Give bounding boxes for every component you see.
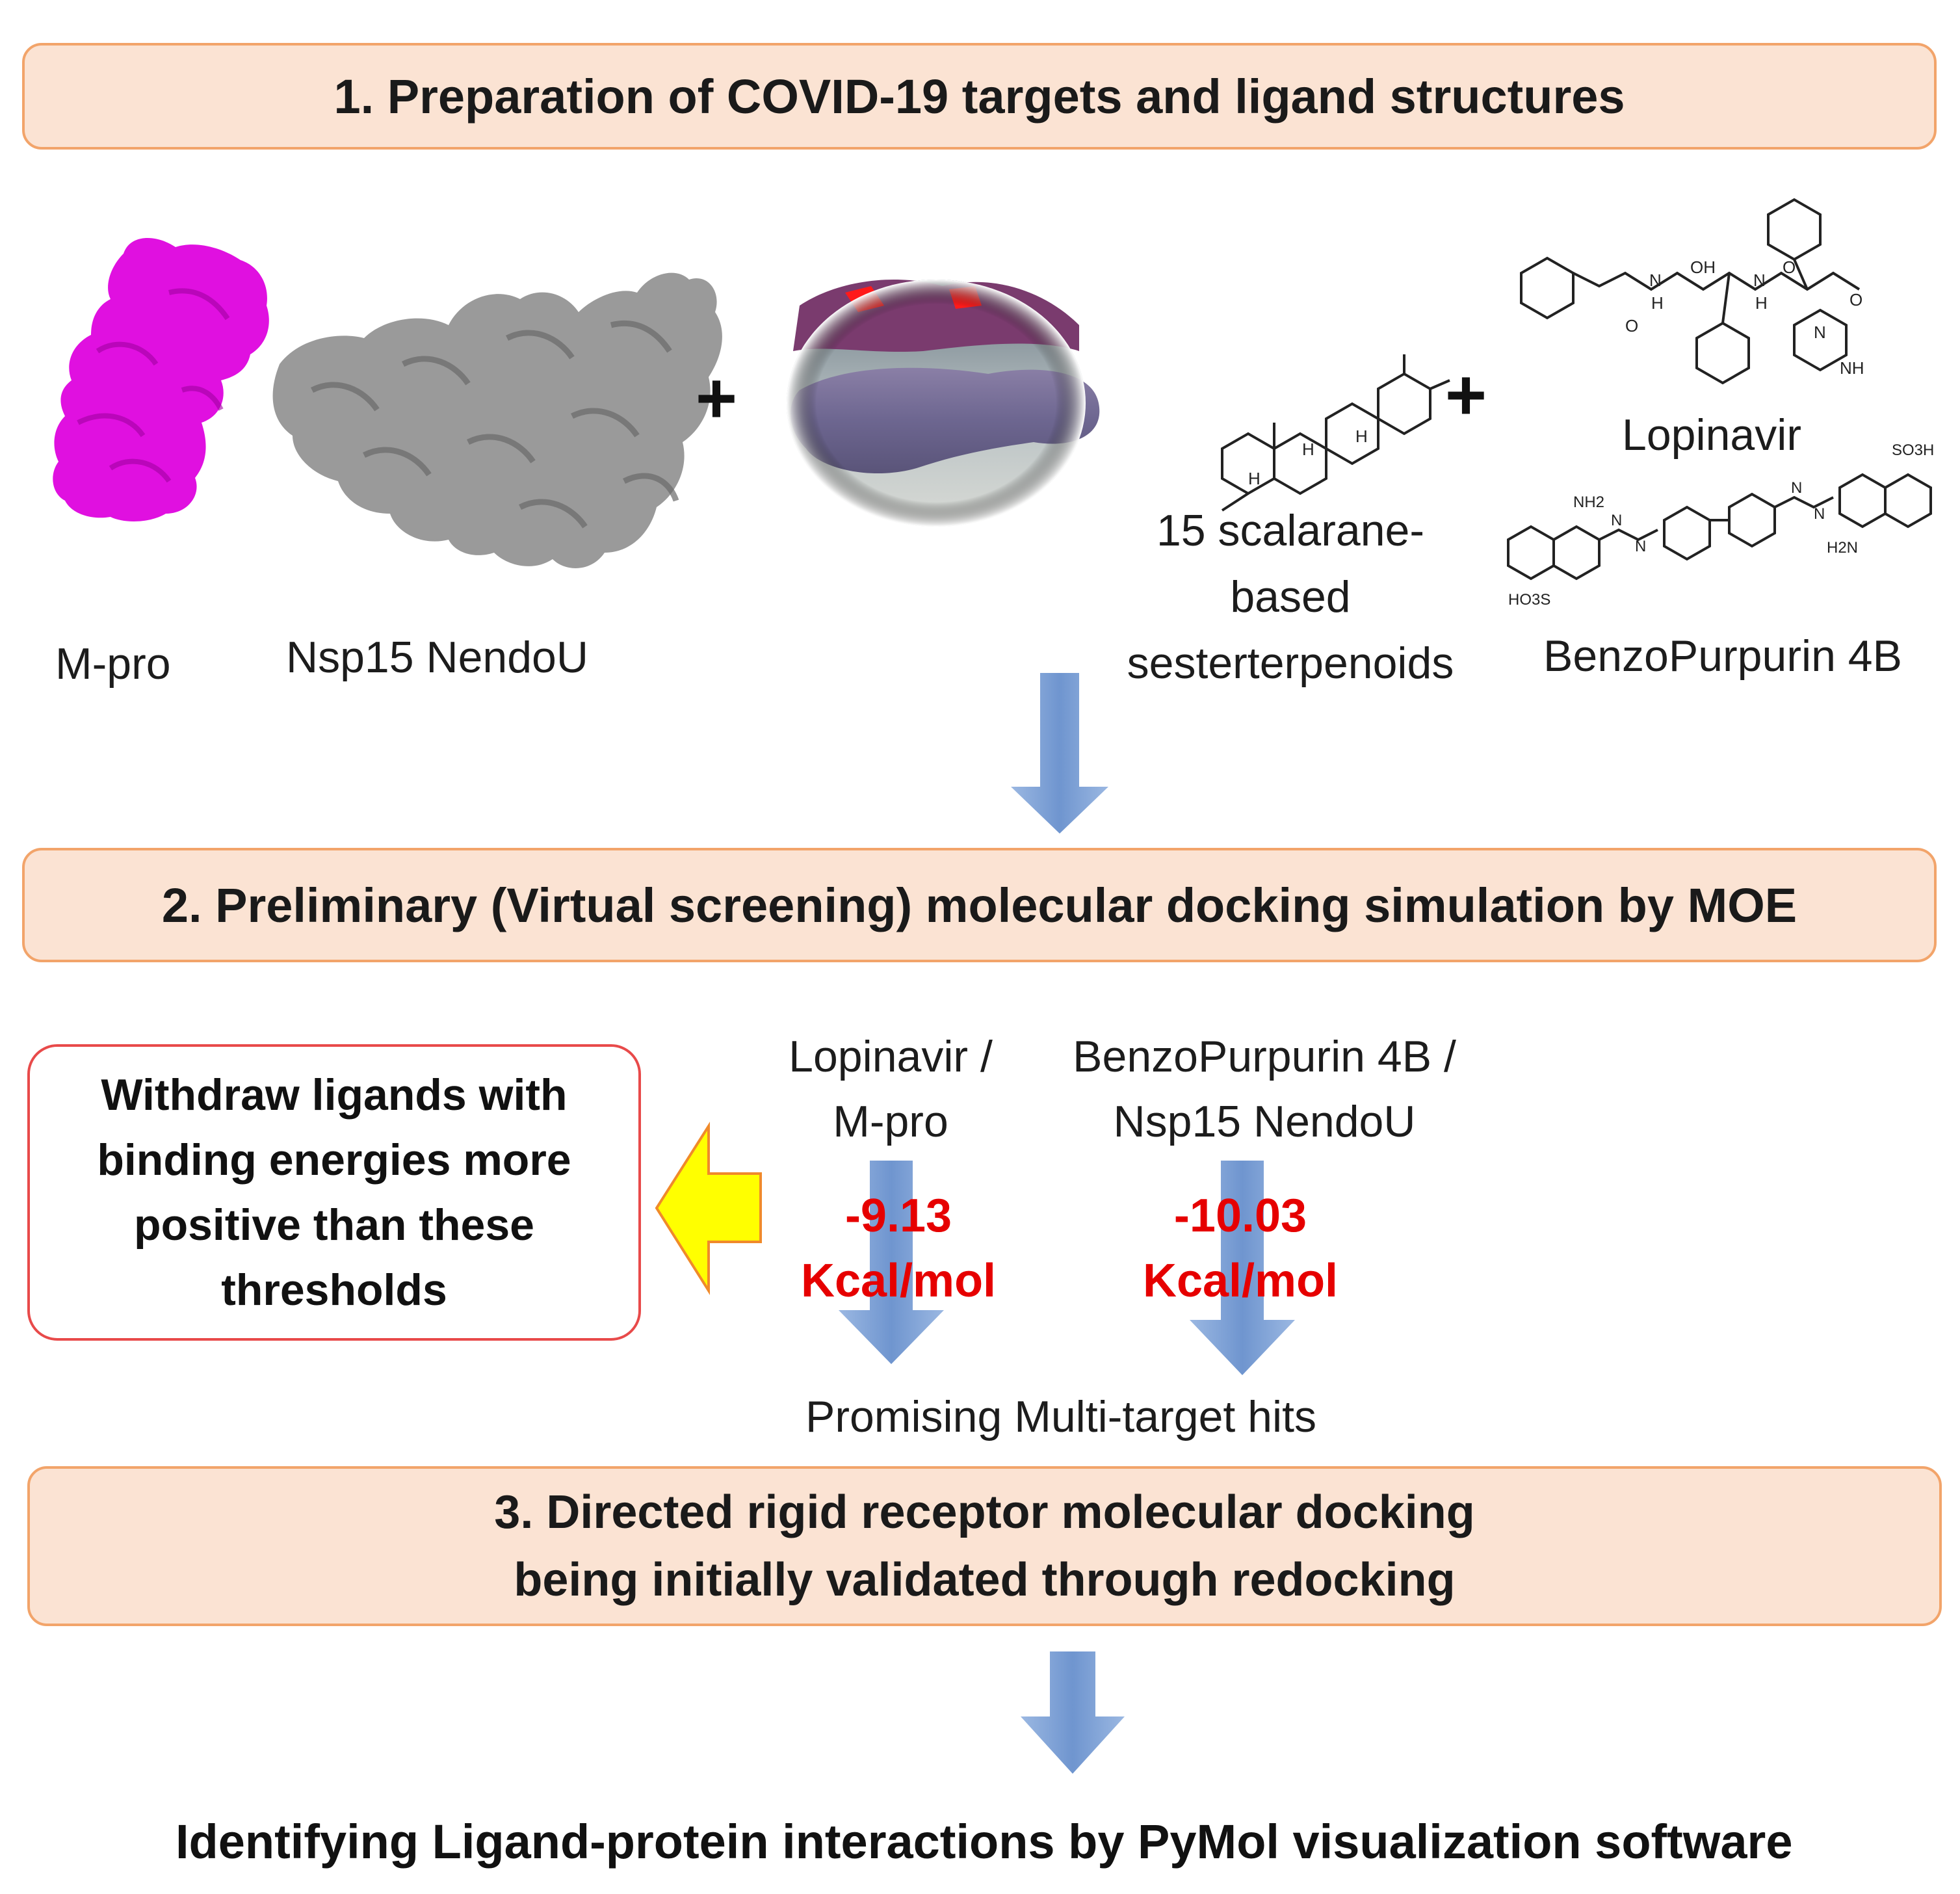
scalarane-atom-h2: H [1355,427,1368,446]
scalarane-line3: sesterterpenoids [1127,638,1454,688]
withdraw-line4: thresholds [221,1265,447,1315]
pair-2-line2: Nsp15 NendoU [1113,1097,1416,1146]
step-2-banner: 2. Preliminary (Virtual screening) molec… [22,848,1937,962]
benzopurpurin-atom-labels: NH2 SO3H H2N HO3S N N N N [1508,441,1934,609]
lopinavir-atom-7: H [1755,293,1768,313]
nsp15-threshold-unit: Kcal/mol [1142,1255,1339,1307]
benzopurpurin-atom-6: N [1635,538,1646,555]
mpro-threshold-value: -9.13 [844,1190,952,1242]
scalarane-atom-labels: H H H [1248,427,1368,488]
withdraw-box: Withdraw ligands with binding energies m… [27,1044,641,1341]
benzopurpurin-label: BenzoPurpurin 4B [1543,631,1902,681]
nsp15-protein-image [272,272,722,568]
step-3-title-line2: being initially validated through redock… [514,1554,1456,1606]
scalarane-line1: 15 scalarane- [1156,506,1425,555]
benzopurpurin-atom-2: SO3H [1892,441,1934,459]
benzopurpurin-atom-7: N [1791,479,1802,497]
lopinavir-atom-1: OH [1690,257,1716,277]
scalarane-atom-h1: H [1302,440,1314,459]
lopinavir-atom-labels: OH O O N H N H N O NH [1625,257,1864,378]
down-arrow-3-icon [1021,1651,1125,1774]
lopinavir-atom-3: O [1783,257,1796,277]
withdraw-line1: Withdraw ligands with [101,1070,568,1120]
down-arrow-mpro-icon [839,1161,944,1364]
step-1-title: 1. Preparation of COVID-19 targets and l… [333,69,1625,124]
pair-1-line2: M-pro [833,1097,948,1146]
benzopurpurin-atom-4: HO3S [1508,591,1550,609]
lopinavir-atom-2: O [1625,316,1638,335]
lopinavir-atom-10: NH [1840,358,1864,378]
scalarane-line2: based [1230,572,1351,622]
final-step-text: Identifying Ligand-protein interactions … [176,1815,1793,1869]
scalarane-label: 15 scalarane- based sesterterpenoids [1127,497,1454,696]
hits-label: Promising Multi-target hits [805,1392,1317,1441]
step-3-title-line1: 3. Directed rigid receptor molecular doc… [494,1486,1475,1538]
lopinavir-atom-6: N [1753,270,1766,290]
lopinavir-atom-4: N [1649,270,1662,290]
down-arrow-nsp15-icon [1190,1161,1295,1375]
nsp15-label: Nsp15 NendoU [286,633,588,682]
scalarane-atom-h3: H [1248,469,1261,488]
pair-2-label: BenzoPurpurin 4B / Nsp15 NendoU [1073,1024,1456,1154]
benzopurpurin-atom-8: N [1814,505,1825,523]
lopinavir-atom-9: O [1849,290,1862,309]
lopinavir-label: Lopinavir [1622,410,1801,460]
plus-sign-1: + [696,358,737,438]
down-arrow-1-icon [1011,673,1108,834]
benzopurpurin-atom-1: NH2 [1573,493,1604,511]
benzopurpurin-atom-5: N [1611,512,1622,529]
lopinavir-atom-5: H [1651,293,1664,313]
nsp15-threshold: -10.03 Kcal/mol [1143,1183,1338,1313]
sea-sponge-photo [787,280,1100,527]
benzopurpurin-structure [1507,473,1932,581]
pair-2-line1: BenzoPurpurin 4B / [1073,1032,1456,1081]
nsp15-threshold-value: -10.03 [1173,1190,1307,1242]
plus-sign-2: + [1445,355,1487,435]
benzopurpurin-atom-3: H2N [1827,539,1858,557]
left-arrow-icon [655,1122,762,1295]
scalarane-structure [1221,354,1450,512]
mpro-threshold-unit: Kcal/mol [800,1255,997,1307]
lopinavir-atom-8: N [1814,322,1826,342]
mpro-protein-image [53,238,269,521]
lopinavir-structure [1520,198,1861,385]
step-1-banner: 1. Preparation of COVID-19 targets and l… [22,43,1937,150]
step-2-title: 2. Preliminary (Virtual screening) molec… [161,878,1797,932]
mpro-threshold: -9.13 Kcal/mol [801,1183,996,1313]
step-3-banner: 3. Directed rigid receptor molecular doc… [27,1466,1942,1626]
pair-1-line1: Lopinavir / [789,1032,993,1081]
pair-1-label: Lopinavir / M-pro [789,1024,993,1154]
mpro-label: M-pro [55,639,171,689]
withdraw-line3: positive than these [134,1200,534,1250]
withdraw-line2: binding energies more [97,1135,571,1185]
